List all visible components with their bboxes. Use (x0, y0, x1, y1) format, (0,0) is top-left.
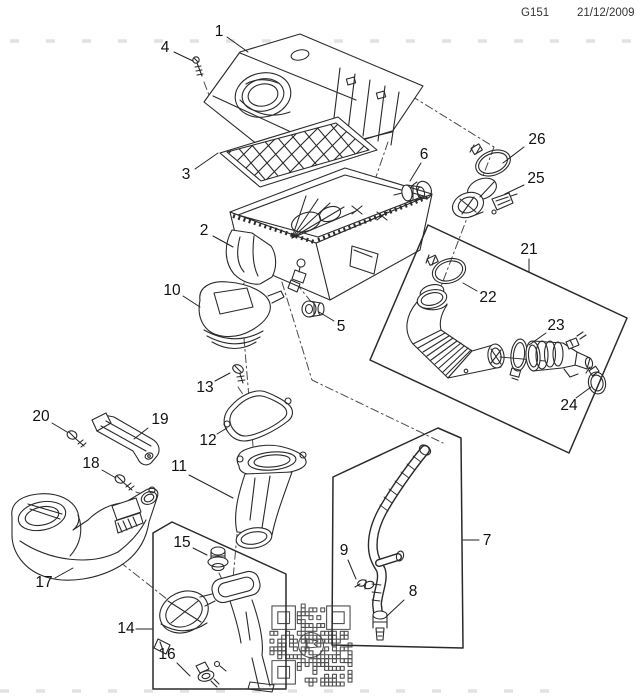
part-25-air-mass-sensor (451, 177, 518, 219)
callout-15: 15 (173, 534, 191, 551)
part-14-resonator-assembly (153, 570, 275, 693)
part-17-intake-snorkel (11, 486, 159, 581)
part-18-screw (114, 474, 135, 491)
callout-26: 26 (528, 131, 546, 148)
part-26-hose-clamp (469, 143, 511, 177)
part-5-grommet (301, 300, 325, 318)
part-24-hose-clamp (585, 365, 607, 395)
part-19-bracket (91, 412, 160, 466)
callout-6: 6 (419, 146, 429, 163)
part-15-grommet (207, 546, 229, 572)
part-4-screw (192, 56, 204, 77)
part-7-vent-hose (367, 444, 432, 618)
callout-10: 10 (163, 282, 181, 299)
callout-20: 20 (32, 408, 50, 425)
part-10-intake-scoop (198, 281, 285, 350)
callout-3: 3 (181, 166, 191, 183)
part-12-gasket (223, 390, 293, 442)
qr-watermark (269, 603, 353, 687)
callout-2: 2 (199, 222, 209, 239)
part-11-intake-duct (235, 444, 307, 549)
part-21-intake-hose (406, 284, 546, 379)
figure-date: 21/12/2009 (577, 7, 635, 19)
callout-5: 5 (336, 318, 346, 335)
group-box-21 (369, 224, 628, 454)
callout-19: 19 (151, 411, 169, 428)
callout-25: 25 (527, 170, 545, 187)
callout-24: 24 (560, 397, 578, 414)
callout-16: 16 (158, 646, 176, 663)
part-8-connector (372, 610, 388, 641)
callout-22: 22 (479, 289, 497, 306)
part-21-resonator-tube (525, 331, 594, 378)
part-13-screw (232, 364, 246, 384)
callout-18: 18 (82, 455, 100, 472)
part-20-screw (66, 430, 87, 448)
callout-leader-lines (51, 36, 592, 677)
watermark-logo-icon (297, 631, 325, 659)
part-9-clip (354, 579, 375, 590)
callout-14: 14 (117, 620, 135, 637)
group-box-7 (331, 427, 464, 649)
part-2-air-cleaner-housing (225, 167, 433, 301)
figure-code: G151 (521, 7, 550, 19)
callout-11: 11 (170, 458, 188, 475)
callout-17: 17 (35, 574, 53, 591)
part-16-clip (195, 661, 220, 688)
callout-21: 21 (520, 241, 538, 258)
callout-8: 8 (408, 583, 418, 600)
part-22-hose-clamp (425, 254, 467, 285)
callout-4: 4 (160, 39, 170, 56)
callout-1: 1 (214, 23, 224, 40)
callout-12: 12 (199, 432, 217, 449)
callout-9: 9 (339, 542, 349, 559)
part-6-grommet (401, 184, 426, 202)
callout-23: 23 (547, 317, 565, 334)
callout-13: 13 (196, 379, 214, 396)
callout-7: 7 (482, 532, 492, 549)
